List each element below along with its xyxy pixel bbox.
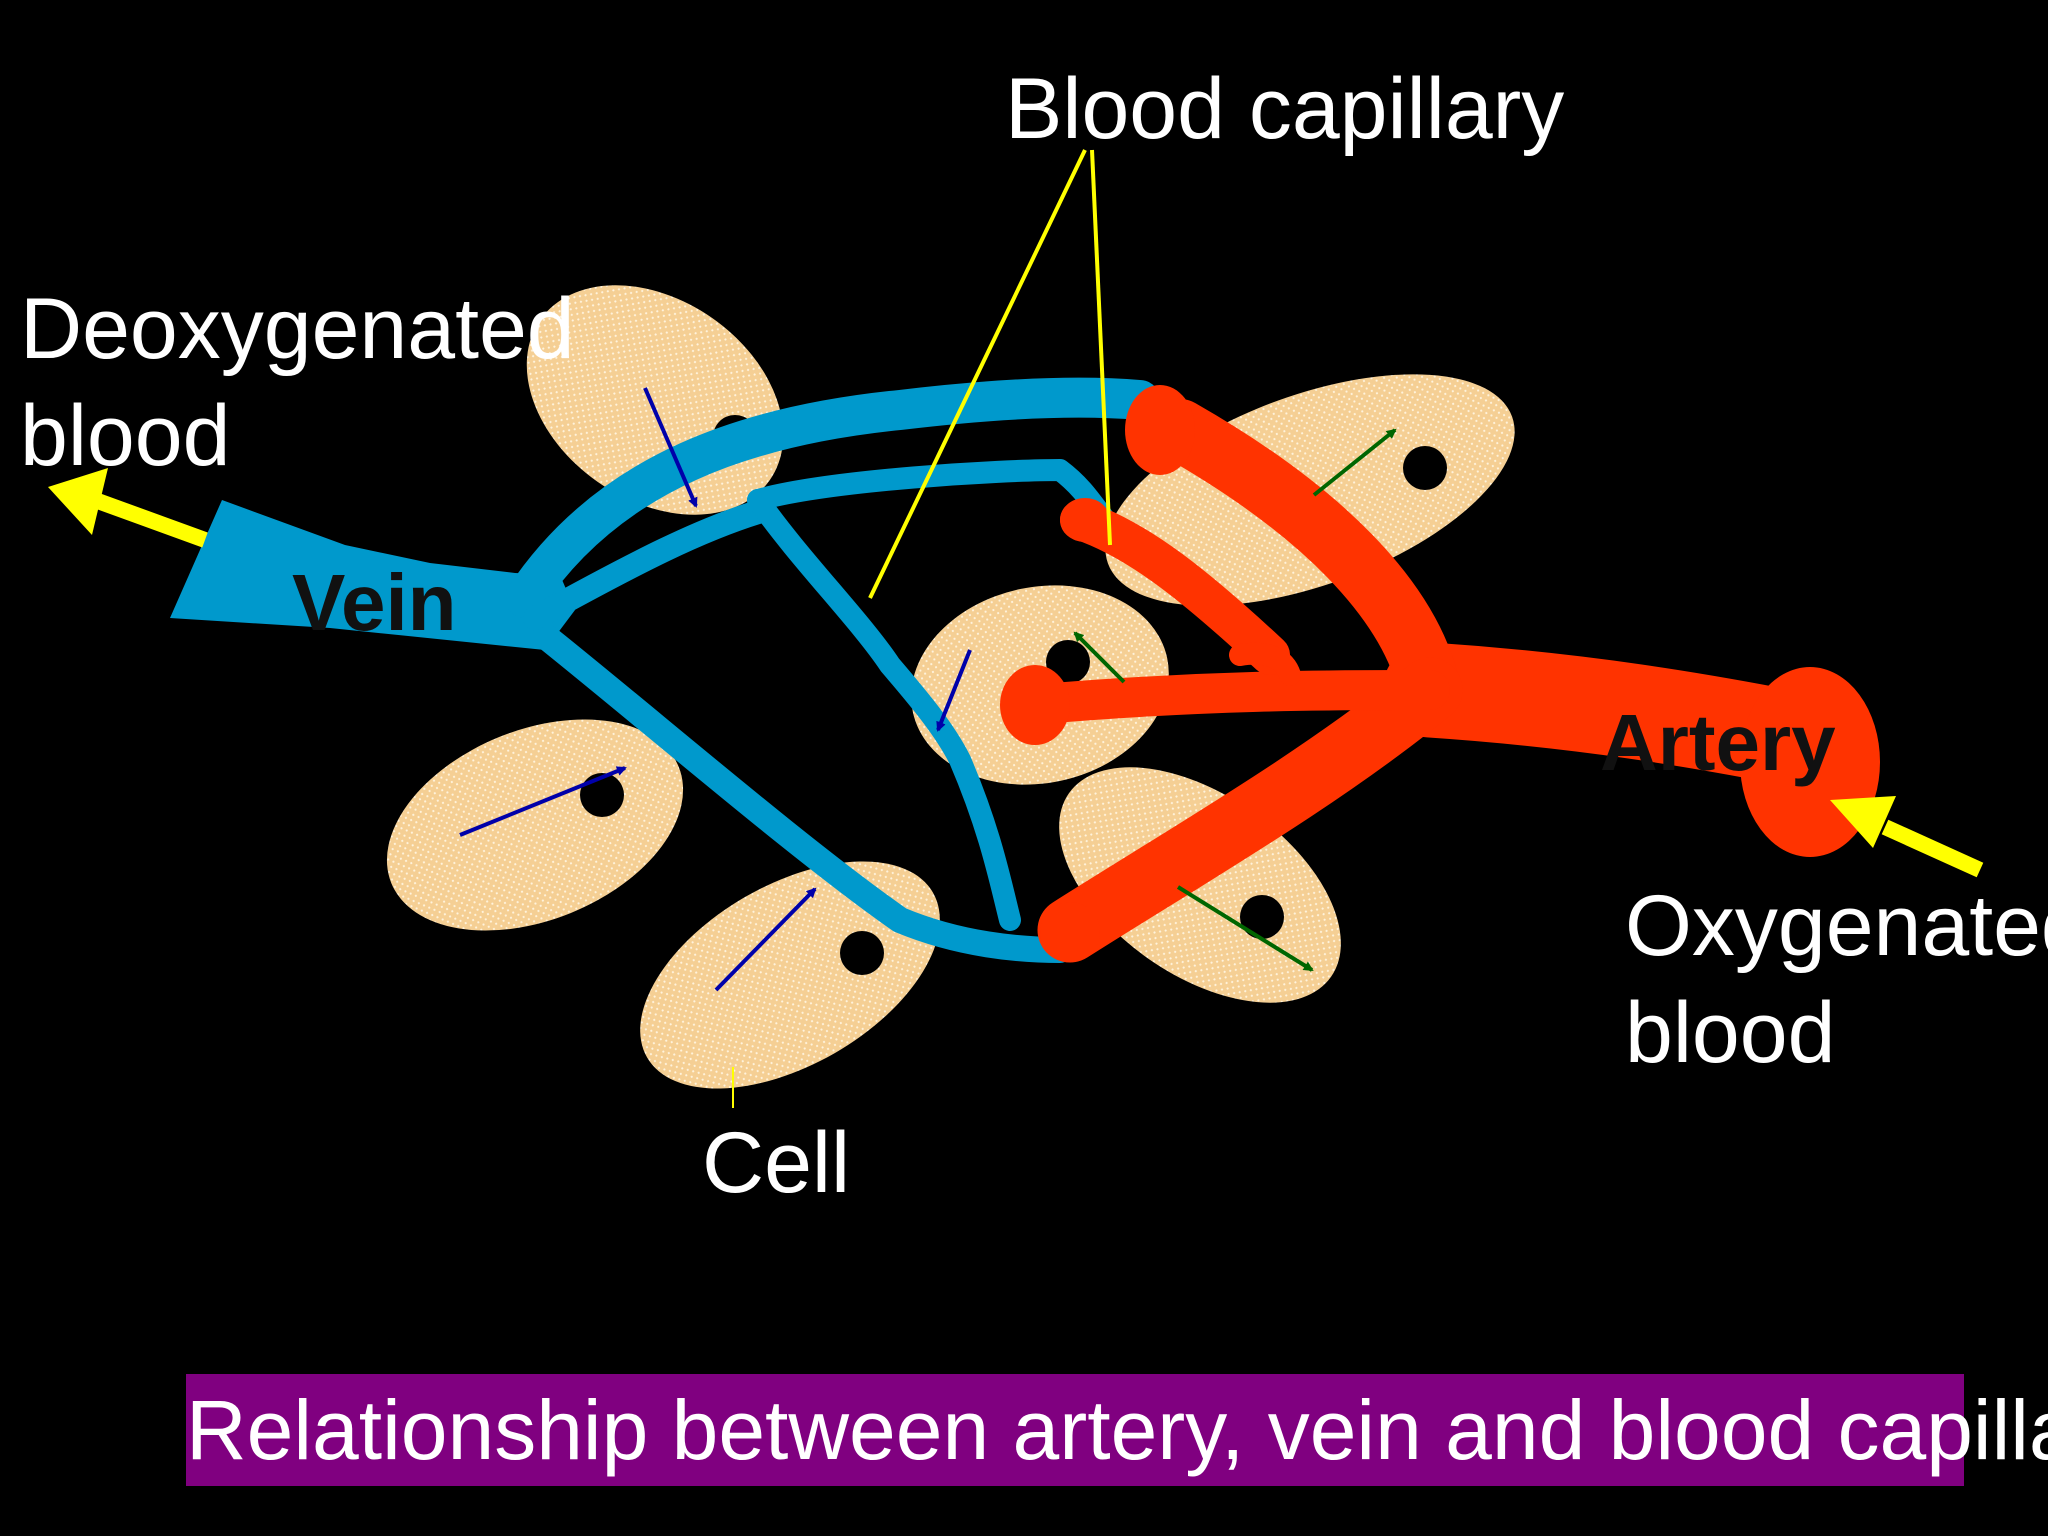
vein-network: [170, 377, 1160, 963]
deoxygenated-label-line2: blood: [20, 388, 230, 484]
vein-trunk: [170, 500, 575, 650]
flow-arrow: [1312, 428, 1397, 497]
flow-arrow: [714, 887, 817, 992]
artery-flow-arrows: [1073, 428, 1397, 972]
vein-flow-arrows: [459, 387, 972, 992]
caption-banner: Relationship between artery, vein and bl…: [186, 1374, 2048, 1486]
caption-text: Relationship between artery, vein and bl…: [186, 1383, 2048, 1477]
flow-arrow: [643, 387, 698, 508]
cell: [640, 861, 940, 1089]
deoxygenated-flow-arrow: [48, 468, 208, 548]
flow-arrow: [1073, 631, 1126, 684]
artery-label: Artery: [1600, 698, 1836, 787]
deoxygenated-label-line1: Deoxygenated: [20, 281, 575, 377]
flow-arrow: [936, 649, 972, 732]
vein-capillary-loop: [505, 377, 1160, 963]
blood-capillary-label: Blood capillary: [1005, 61, 1564, 157]
flow-arrow: [1176, 885, 1314, 972]
vein-label: Vein: [292, 558, 457, 647]
cell: [386, 719, 684, 931]
capillary-pointer-lines: [868, 149, 1112, 599]
oxygenated-label-line2: blood: [1625, 985, 1835, 1081]
oxygenated-flow-arrow: [1830, 796, 1984, 878]
cell-label: Cell: [702, 1115, 850, 1211]
oxygenated-label-line1: Oxygenated: [1625, 878, 2048, 974]
flow-arrow: [459, 766, 627, 837]
